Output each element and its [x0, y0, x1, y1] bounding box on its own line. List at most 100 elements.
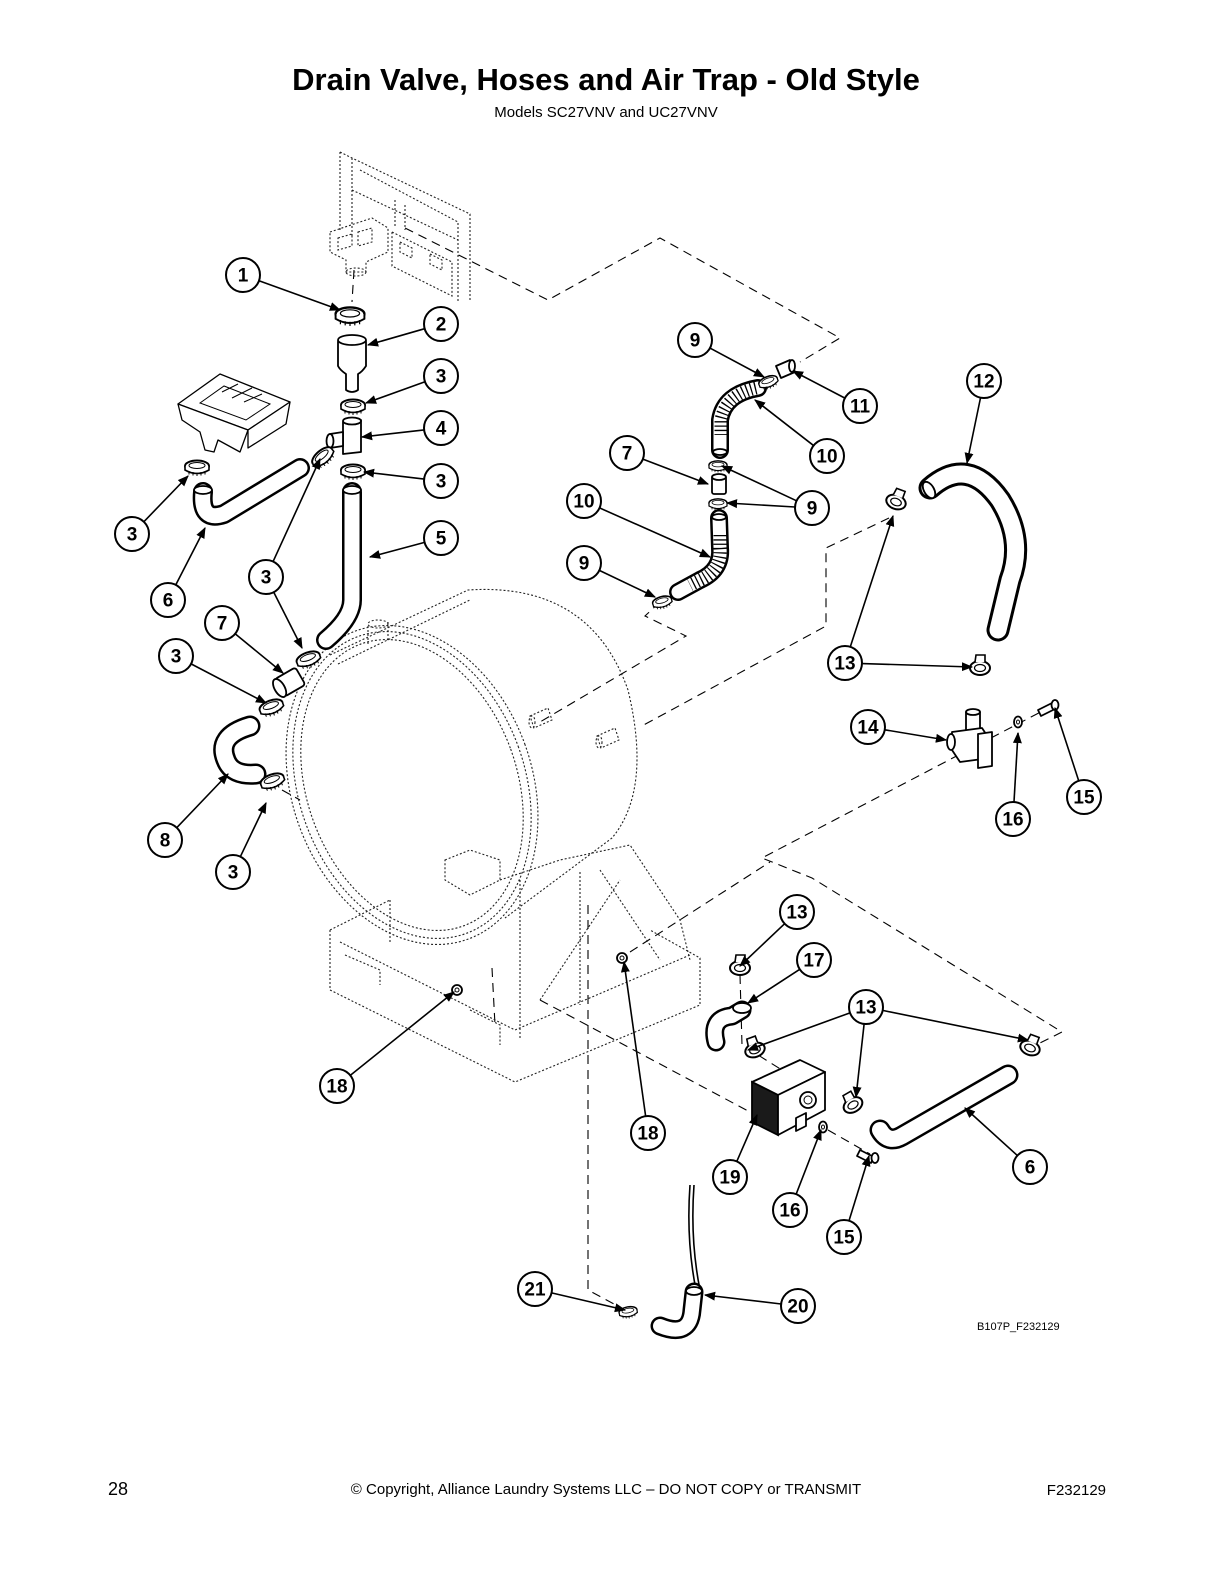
- elbow-hose-part-8: [213, 715, 267, 785]
- leader-arrow: [190, 663, 267, 704]
- assembly-lines-shape: [351, 269, 355, 303]
- hose-clamp: [340, 398, 366, 416]
- callout-circle: [630, 1115, 666, 1151]
- callout-circle: [712, 1159, 748, 1195]
- leader-arrow: [848, 1154, 871, 1221]
- leader-arrow: [368, 541, 425, 559]
- page-title: Drain Valve, Hoses and Air Trap - Old St…: [292, 62, 920, 97]
- part-callout: 13: [746, 989, 1030, 1099]
- assembly-lines: [281, 227, 1064, 1311]
- leader-arrow: [882, 1009, 1030, 1043]
- coupling-part-7-right-shape: [711, 473, 727, 481]
- drain-hose-part-20-shape: [688, 1184, 701, 1291]
- callout-number: 3: [436, 472, 447, 493]
- part-callout: 4: [360, 410, 459, 446]
- hose-clamp: [708, 498, 728, 512]
- leader-arrow: [272, 591, 303, 649]
- callout-number: 6: [1025, 1158, 1036, 1179]
- part-callout: 9: [566, 545, 657, 598]
- screw-shape: [870, 1152, 880, 1164]
- hose-coupler-shape: [337, 334, 367, 346]
- leader-arrow: [362, 468, 425, 480]
- water-valve-assembly: [329, 217, 389, 277]
- callout-number: 13: [834, 654, 855, 675]
- part-callout: 7: [204, 605, 284, 674]
- callout-number: 13: [786, 903, 807, 924]
- callout-number: 10: [816, 447, 837, 468]
- assembly-lines-shape: [587, 905, 626, 1311]
- hose-part-6-left-shape: [195, 460, 308, 524]
- dispenser-box-shape: [198, 383, 272, 421]
- callout-circle: [677, 322, 713, 358]
- hose-coupler: [337, 334, 367, 393]
- ear-clamp: [836, 1087, 867, 1118]
- leader-arrow: [364, 381, 426, 404]
- part-callout: 1: [225, 257, 342, 311]
- part-callout: 9: [677, 322, 765, 378]
- leader-arrow: [736, 1113, 758, 1162]
- callout-number: 3: [171, 647, 182, 668]
- hose-part-5-shape: [318, 484, 360, 648]
- callout-number: 18: [637, 1124, 658, 1145]
- water-valve-assembly-shape: [345, 267, 367, 277]
- callout-circle: [225, 257, 261, 293]
- leader-arrow: [551, 1292, 627, 1313]
- cabinet-top-frame-shape: [391, 231, 453, 297]
- cabinet-top-frame: [339, 151, 471, 302]
- ear-clamp: [883, 485, 911, 513]
- callout-number: 19: [719, 1168, 740, 1189]
- callout-circle: [794, 490, 830, 526]
- outer-tub-shape: [367, 622, 389, 646]
- callout-number: 3: [261, 568, 272, 589]
- callout-number: 1: [238, 266, 249, 287]
- part-callout: 6: [964, 1107, 1048, 1185]
- callout-circle: [147, 822, 183, 858]
- callout-number: 9: [690, 331, 701, 352]
- callout-number: 16: [779, 1201, 800, 1222]
- leader-arrow: [720, 465, 797, 502]
- callout-number: 7: [217, 614, 228, 635]
- callout-circle: [1012, 1149, 1048, 1185]
- nut-shape: [616, 952, 628, 964]
- drain-hose-part-20: [650, 1184, 704, 1339]
- leader-arrow: [258, 280, 342, 311]
- callout-number: 3: [127, 525, 138, 546]
- part-callout: 19: [712, 1113, 758, 1195]
- washer: [1013, 715, 1023, 729]
- callout-number: 4: [436, 419, 447, 440]
- callout-circle: [423, 520, 459, 556]
- callout-circle: [423, 410, 459, 446]
- base-frame-shape: [539, 869, 661, 1001]
- callout-number: 9: [807, 499, 818, 520]
- leader-arrow: [964, 1107, 1018, 1157]
- part-callout: 10: [566, 483, 712, 558]
- part-callout: 10: [754, 399, 845, 474]
- leader-arrow: [746, 1012, 851, 1051]
- tub-drain-nozzles-shape: [528, 715, 536, 729]
- water-valve-assembly-shape: [337, 227, 373, 251]
- callout-circle: [423, 306, 459, 342]
- outer-tub: [285, 588, 638, 946]
- dispenser-box-shape: [247, 401, 291, 449]
- leader-arrow: [709, 347, 765, 378]
- callout-number: 11: [850, 397, 871, 418]
- part-callout: 13: [739, 894, 815, 967]
- callout-number: 16: [1002, 810, 1023, 831]
- callout-circle: [319, 1068, 355, 1104]
- callout-number: 6: [163, 591, 174, 612]
- part-callout: 11: [792, 370, 878, 424]
- drain-valve-shape: [795, 1112, 807, 1132]
- callout-circle: [114, 516, 150, 552]
- assembly-lines-shape: [539, 601, 688, 723]
- part-callout: 15: [1053, 706, 1102, 815]
- base-frame-shape: [344, 954, 501, 1045]
- fitting-part-11: [775, 359, 796, 379]
- callout-circle: [1066, 779, 1102, 815]
- hose-part-6-left: [192, 458, 310, 526]
- part-callout: 7: [609, 435, 710, 485]
- part-callout: 2: [366, 306, 459, 347]
- leader-arrow: [747, 968, 801, 1004]
- drain-hose-part-20-shape: [685, 1286, 703, 1296]
- callout-circle: [150, 582, 186, 618]
- assembly-lines-shape: [739, 974, 791, 1076]
